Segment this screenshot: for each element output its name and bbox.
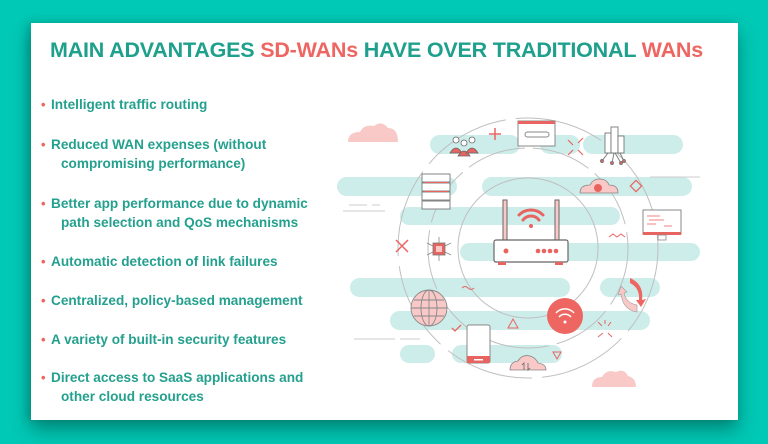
bullet-icon: • [41,196,46,211]
monitor-code-icon [642,209,682,241]
triangle-down-icon [552,351,562,361]
cloud-sync-icon [509,355,547,371]
triangle-icon [507,317,519,329]
item-text: Reduced WAN expenses (without [51,137,267,152]
title-text-2: HAVE OVER TRADITIONAL [357,38,642,62]
error-x-icon [395,239,409,253]
speed-lines [343,176,700,340]
list-item: • Centralized, policy-based management [41,291,341,310]
check-icon [451,324,462,332]
list-item: • Intelligent traffic routing [41,95,341,114]
item-text: Direct access to SaaS applications and [51,370,304,385]
plus-icon [489,128,501,140]
diamond-icon [629,179,643,193]
chip-icon [426,237,452,261]
title-accent-sdwans: SD-WANs [260,38,358,62]
wifi-badge-icon [547,298,583,334]
page-title: MAIN ADVANTAGES SD-WANs HAVE OVER TRADIT… [50,38,730,63]
bullet-icon: • [41,370,46,385]
wifi-icon [517,208,545,228]
title-text-1: MAIN ADVANTAGES [50,38,261,62]
bullet-icon: • [41,293,46,308]
infographic-card [31,23,738,420]
browser-window-icon [517,120,556,147]
tilde-icon [461,286,475,290]
list-item: • Direct access to SaaS applications and… [41,368,341,406]
spark-icon [567,137,584,156]
wave-icon [608,233,626,238]
bullet-icon: • [41,97,46,112]
item-text: Intelligent traffic routing [51,97,208,112]
list-item: • Automatic detection of link failures [41,252,341,271]
smartphone-icon [466,324,491,364]
datacenter-network-icon [600,126,626,165]
title-accent-wans: WANs [641,38,704,62]
item-text: Better app performance due to dynamic [51,196,308,211]
globe-icon [410,289,448,327]
item-text-cont: other cloud resources [61,389,204,404]
bullet-icon: • [41,137,46,152]
item-text-cont: compromising performance) [61,156,246,171]
item-text: Automatic detection of link failures [51,254,278,269]
list-item: • Reduced WAN expenses (without compromi… [41,135,341,173]
item-text-cont: path selection and QoS mechanisms [61,215,299,230]
orbit-rings [397,117,659,379]
item-text: A variety of built-in security features [51,332,287,347]
people-icon [449,136,479,157]
bullet-icon: • [41,332,46,347]
server-rack-icon [421,173,451,210]
item-text: Centralized, policy-based management [51,293,303,308]
cloud-icon [348,123,636,387]
router-icon [493,199,569,265]
burst-icon [597,320,613,338]
bullet-icon: • [41,254,46,269]
list-item: • A variety of built-in security feature… [41,330,341,349]
refresh-arrows-icon [617,278,646,313]
network-illustration [337,117,700,387]
list-item: • Better app performance due to dynamic … [41,194,341,232]
cloud-gear-icon [579,178,619,194]
